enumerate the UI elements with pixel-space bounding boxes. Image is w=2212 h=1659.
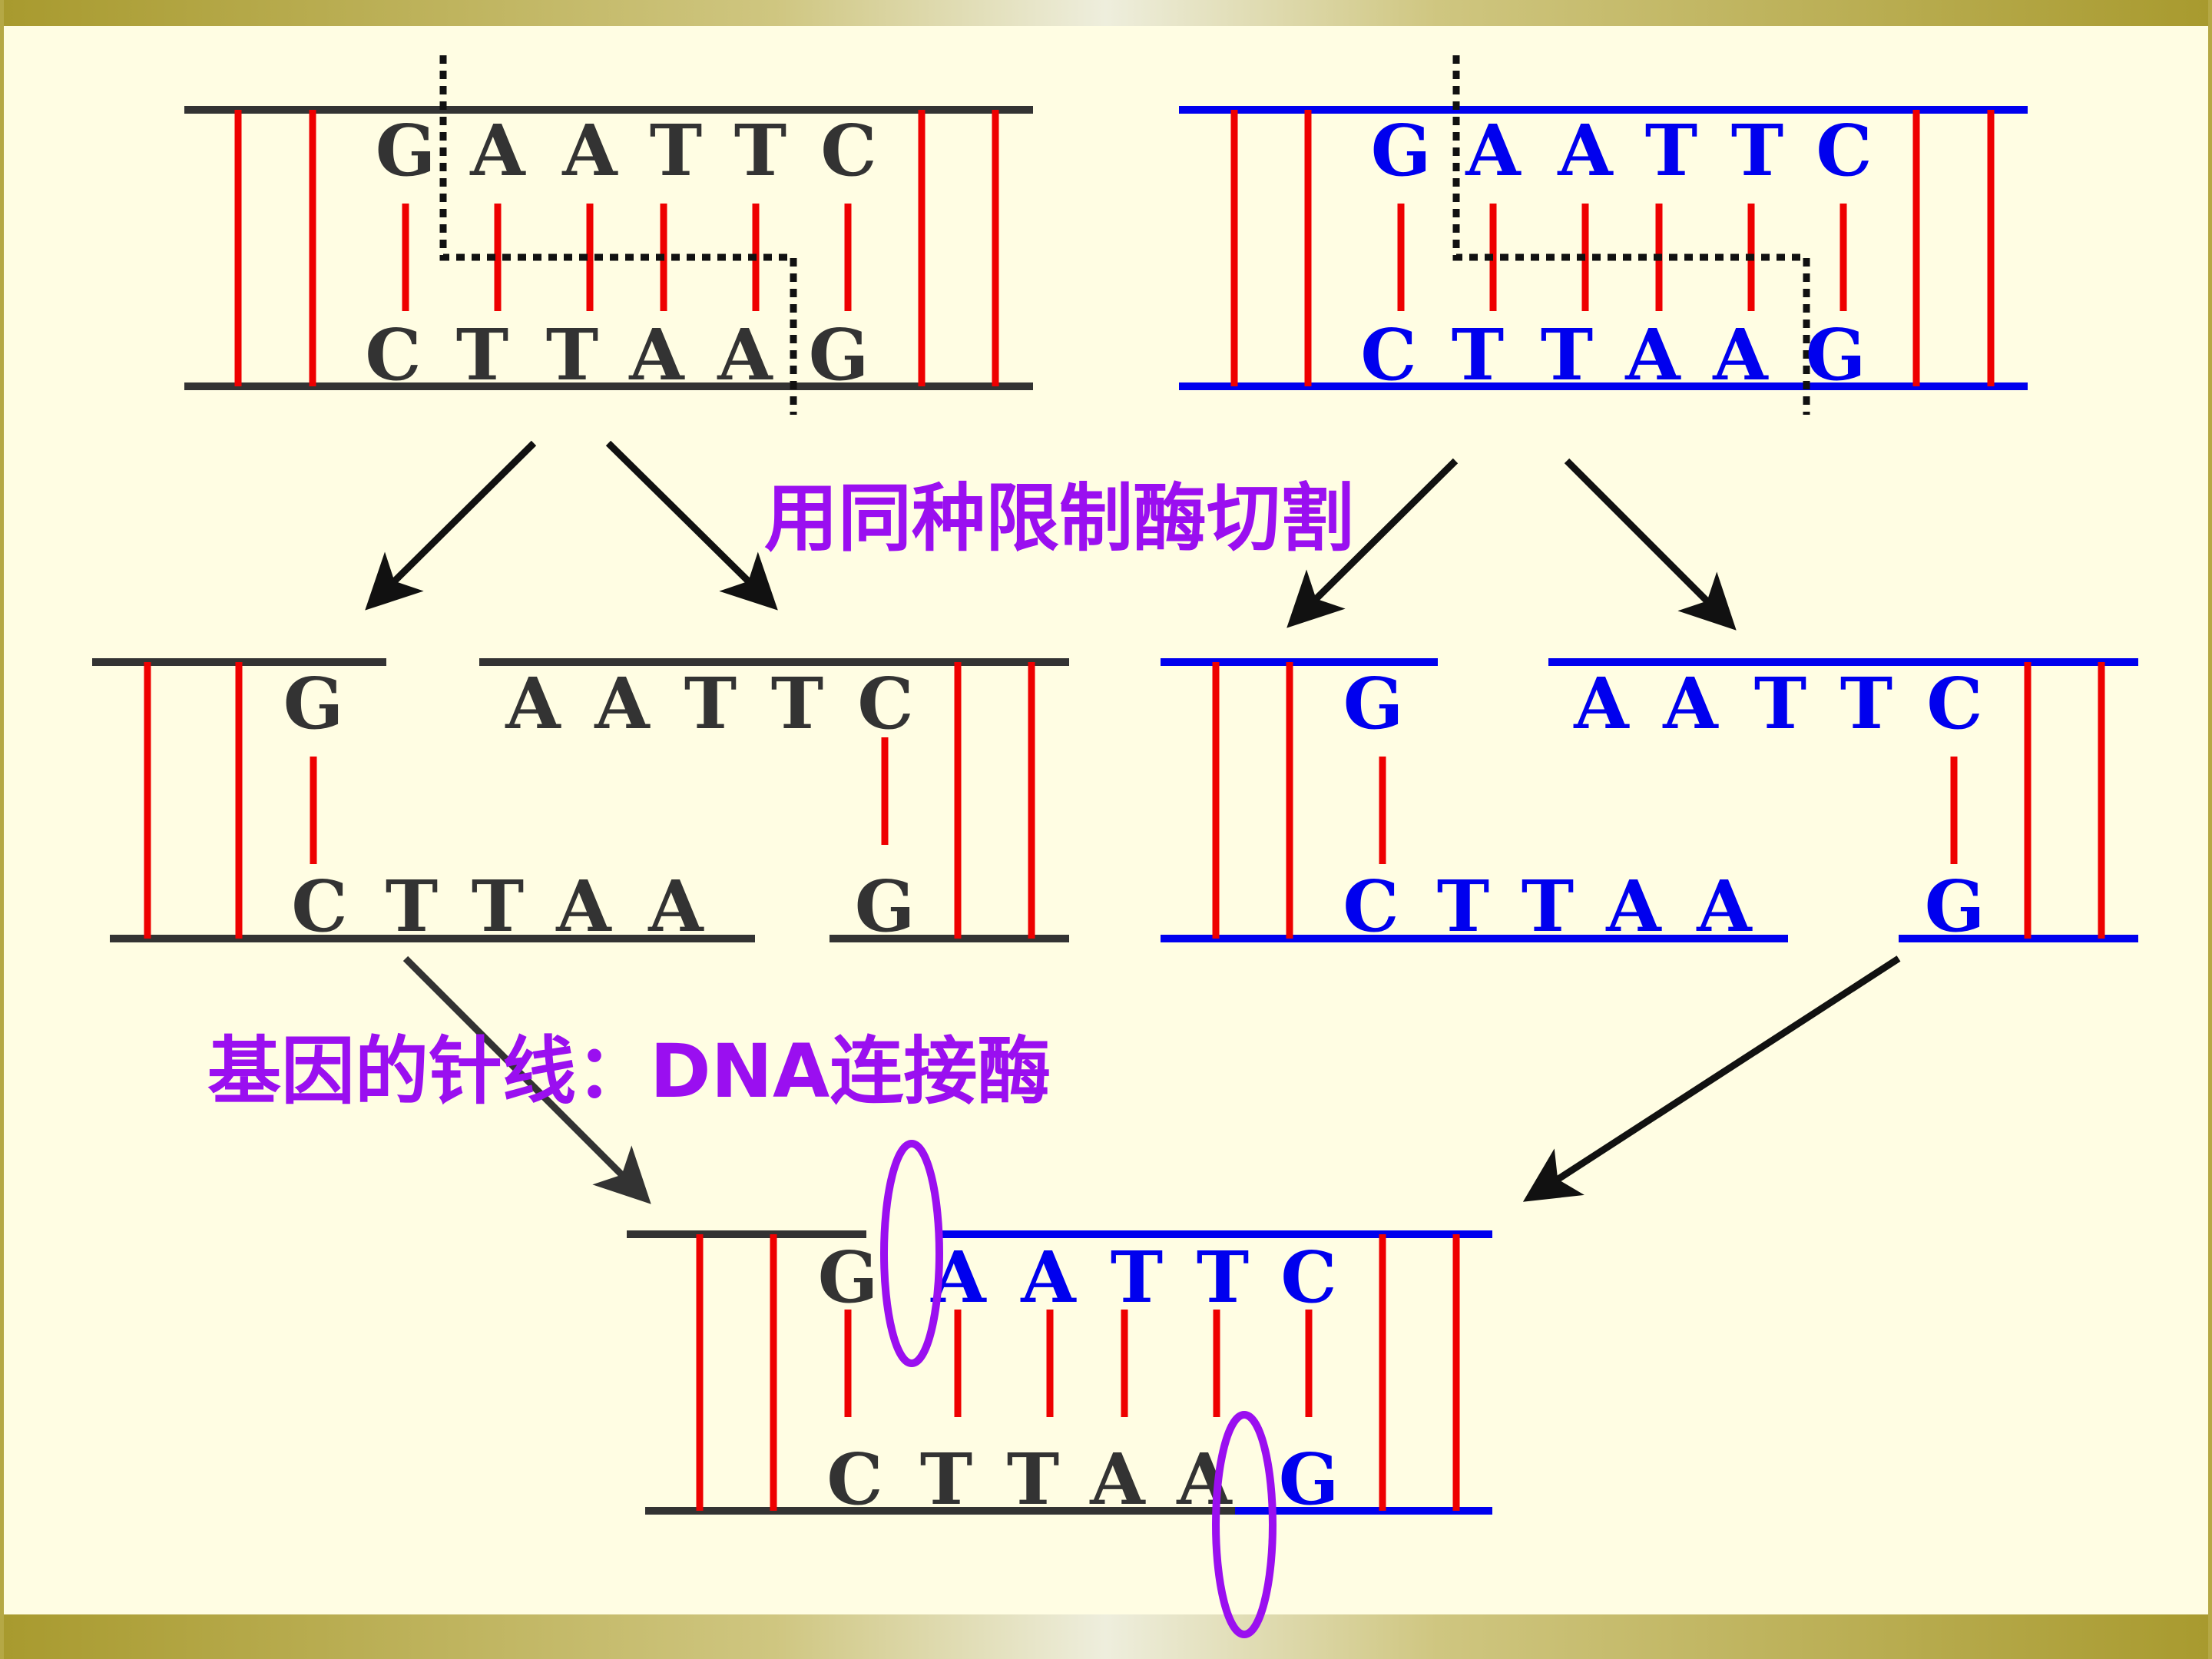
- cut-lines-layer: [439, 55, 1810, 415]
- left-border: [0, 0, 4, 1659]
- recombinant-bottom-base-5: G: [1279, 1438, 1339, 1521]
- cut-caption: 用同种限制酶切割: [764, 475, 1354, 561]
- dna-b-cut-site-line: [1452, 55, 1810, 415]
- arrow-blue-fragment-to-recombinant: [1522, 955, 1901, 1202]
- frag-a-left-bottom-base-4: A: [647, 865, 704, 948]
- dna-a-bottom-base-3: A: [628, 313, 685, 396]
- frag-b-right-top-base-4: C: [1926, 662, 1982, 745]
- dna-b-bottom-base-3: A: [1624, 313, 1681, 396]
- dna-a-top-base-3: T: [650, 109, 702, 192]
- dna-b-top-base-5: C: [1816, 109, 1872, 192]
- ligation-junction-oval-top: [880, 1140, 943, 1367]
- frag-b-left-bottom-base-3: A: [1605, 865, 1662, 948]
- dna-a-top-base-0: G: [376, 109, 436, 192]
- frag-b-right-top-base-2: T: [1754, 662, 1806, 745]
- recombinant-bottom-base-2: T: [1007, 1438, 1059, 1521]
- frag-a-left-bottom-base-0: C: [291, 865, 347, 948]
- dna-b-bottom-base-0: C: [1360, 313, 1416, 396]
- arrow-a-to-right-fragment: [605, 440, 778, 611]
- arrow-a-to-left-fragment: [365, 440, 537, 611]
- recombinant-top-base-5: C: [1280, 1236, 1336, 1319]
- top-border-band: [0, 0, 2212, 26]
- arrow-b-to-right-fragment: [1564, 458, 1737, 631]
- dna-a-bottom-base-0: C: [365, 313, 421, 396]
- arrow-gray-fragment-to-recombinant: [402, 955, 651, 1204]
- bonds-layer: [144, 110, 2105, 1511]
- dna-a-cut-site-line: [439, 55, 797, 415]
- frag-b-left-bottom-base-0: C: [1343, 865, 1399, 948]
- frag-b-left-bottom-base-1: T: [1437, 865, 1489, 948]
- recombinant-bottom-base-1: T: [920, 1438, 972, 1521]
- frag-a-left-bottom-base-1: T: [386, 865, 438, 948]
- frag-a-right-top-base-4: C: [857, 662, 913, 745]
- dna-b-bottom-base-5: G: [1806, 313, 1866, 396]
- ligation-marks-layer: [880, 1140, 1277, 1638]
- frag-a-right-bottom-base-0: G: [855, 865, 916, 948]
- frag-a-right-top-base-1: A: [594, 662, 651, 745]
- frag-a-left-top-base-0: G: [283, 662, 344, 745]
- frag-b-left-bottom-base-2: T: [1522, 865, 1574, 948]
- dna-a-top-base-2: A: [561, 109, 618, 192]
- dna-a-top-base-1: A: [469, 109, 526, 192]
- ligation-junction-oval-bottom: [1212, 1411, 1277, 1638]
- frag-b-right-top-base-3: T: [1840, 662, 1892, 745]
- dna-b-top-base-3: T: [1645, 109, 1697, 192]
- dna-b-bottom-base-2: T: [1541, 313, 1593, 396]
- frag-a-left-bottom-base-2: T: [472, 865, 524, 948]
- captions-layer: 用同种限制酶切割 基因的针线：DNA连接酶: [207, 475, 1354, 1114]
- frag-b-right-top-base-1: A: [1662, 662, 1719, 745]
- dna-a-bottom-base-2: T: [546, 313, 598, 396]
- frag-a-right-top-base-0: A: [505, 662, 561, 745]
- frag-a-left-bottom-base-3: A: [555, 865, 612, 948]
- dna-b-top-base-1: A: [1465, 109, 1522, 192]
- dna-a-bottom-base-5: G: [809, 313, 869, 396]
- dna-b-bottom-base-4: A: [1712, 313, 1769, 396]
- frag-b-left-top-base-0: G: [1343, 662, 1404, 745]
- frag-b-left-bottom-base-4: A: [1696, 865, 1753, 948]
- frag-a-right-top-base-2: T: [684, 662, 737, 745]
- recombinant-top-base-3: T: [1111, 1236, 1163, 1319]
- dna-b-top-base-4: T: [1731, 109, 1783, 192]
- recombinant-top-base-4: T: [1197, 1236, 1249, 1319]
- ligase-caption: 基因的针线：DNA连接酶: [207, 1028, 1051, 1114]
- dna-a-top-base-5: C: [820, 109, 876, 192]
- recombinant-bottom-base-3: A: [1089, 1438, 1146, 1521]
- arrow-b-to-left-fragment: [1286, 458, 1459, 628]
- recombinant-bottom-base-0: C: [826, 1438, 882, 1521]
- recombinant-top-base-2: A: [1020, 1236, 1077, 1319]
- dna-b-top-base-2: A: [1557, 109, 1614, 192]
- recombinant-top-base-0: G: [818, 1236, 879, 1319]
- right-border: [2208, 0, 2212, 1659]
- dna-b-bottom-base-1: T: [1452, 313, 1504, 396]
- dna-a-bottom-base-4: A: [717, 313, 773, 396]
- frag-a-right-top-base-3: T: [771, 662, 823, 745]
- arrows-layer: [365, 440, 1901, 1204]
- frag-b-right-top-base-0: A: [1573, 662, 1630, 745]
- bottom-border-band: [0, 1614, 2212, 1659]
- dna-b-top-base-0: G: [1371, 109, 1432, 192]
- frag-b-right-bottom-base-0: G: [1925, 865, 1985, 948]
- dna-a-bottom-base-1: T: [456, 313, 508, 396]
- dna-a-top-base-4: T: [734, 109, 786, 192]
